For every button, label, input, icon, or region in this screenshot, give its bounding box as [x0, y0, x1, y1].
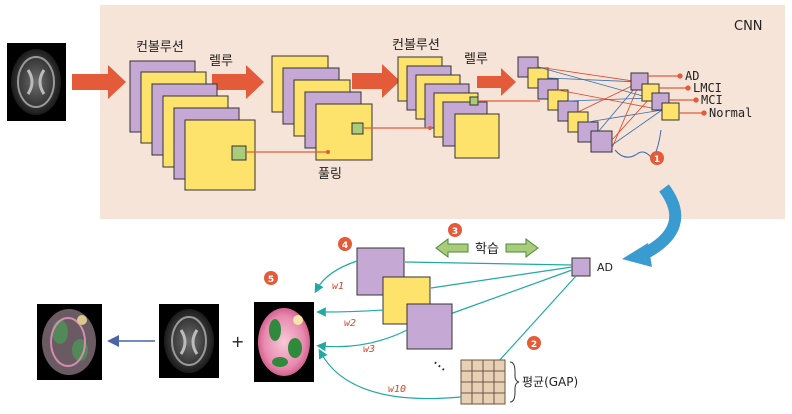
overlay-result-image [37, 304, 102, 380]
badge-1-text: 1 [654, 155, 660, 165]
relu1-label: 렐루 [209, 54, 233, 69]
learn-arrow-left [436, 239, 468, 257]
weight-w1: w1 [332, 281, 344, 292]
big-curved-arrow-head [622, 243, 652, 267]
weight-w10: w10 [388, 384, 406, 395]
weight-w3: w3 [363, 344, 375, 355]
plus-sign: + [231, 332, 244, 351]
relu2-label: 렐루 [464, 52, 488, 67]
learn-label: 학습 [475, 242, 499, 257]
gap-grid [461, 360, 505, 404]
pool-connector-dot [326, 150, 330, 154]
ad-node [572, 258, 590, 276]
ellipsis-dots: ··· [427, 354, 451, 378]
ad-node-label: AD [597, 261, 613, 274]
pool-label: 풀링 [318, 167, 342, 182]
conv2-label: 컨볼루션 [392, 38, 440, 53]
output-label-normal: Normal [709, 106, 752, 120]
conv1-label: 컨볼루션 [136, 40, 184, 55]
conv2-connector-dot [428, 126, 432, 130]
gap-label: 평균(GAP) [522, 375, 578, 389]
learn-arrow-right [506, 239, 538, 257]
badge-3-text: 3 [452, 227, 458, 237]
gap-brace [510, 362, 519, 402]
input-brain-image [7, 43, 66, 121]
heatmap-image [254, 302, 314, 382]
badge-5-text: 5 [268, 275, 274, 285]
weight-w2: w2 [344, 318, 356, 329]
output-label-mci: MCI [701, 93, 723, 107]
grayscale-brain-image [159, 304, 219, 378]
badge-2-text: 2 [531, 340, 537, 350]
badge-4-text: 4 [342, 241, 348, 251]
cnn-title: CNN [734, 19, 763, 34]
